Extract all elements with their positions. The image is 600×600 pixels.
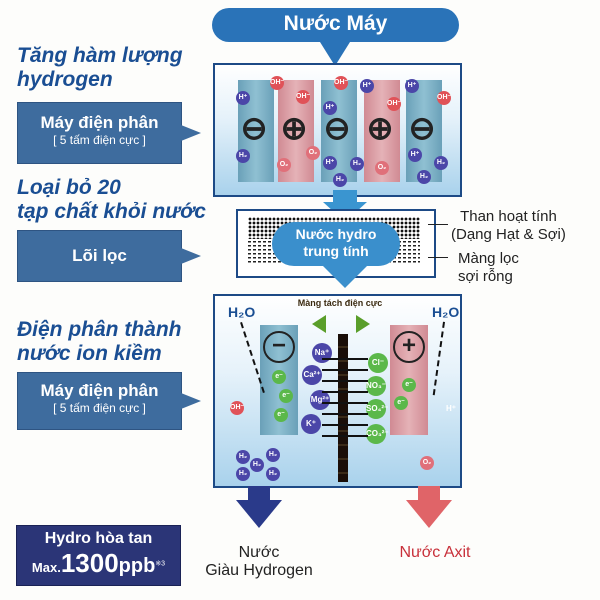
plus-icon: + (393, 331, 425, 363)
electron: e⁻ (274, 408, 288, 422)
ion-h2: H₂ (266, 448, 280, 462)
output-acid-water: Nước Axit (399, 544, 471, 561)
h2o-left-label: H₂O (228, 304, 256, 320)
ion-oh: OH⁻ (334, 76, 348, 90)
flow-arrow (333, 190, 357, 202)
leader-line (428, 224, 448, 225)
badge-value-row: Max.1300ppb※3 (17, 548, 180, 579)
ion-h-plus: H⁺ (360, 79, 374, 93)
ion-oh: OH⁻ (230, 401, 244, 415)
ion-h-plus: H⁺ (323, 101, 337, 115)
section-3-callout: Máy điện phân [ 5 tấm điện cực ] (17, 372, 201, 430)
badge-unit: ppb (118, 555, 156, 577)
membrane-label: Màng tách điện cực (297, 298, 383, 308)
filter-center-label: Nước hydro trung tính (295, 226, 377, 259)
ion-h-plus: H⁺ (323, 156, 337, 170)
cation: Ca²⁺ (302, 365, 322, 385)
ion-arrows (322, 352, 368, 440)
ion-h2: H₂ (236, 450, 250, 464)
dissolved-hydrogen-badge: Hydro hòa tan Max.1300ppb※3 (16, 525, 181, 586)
electron: e⁻ (402, 378, 416, 392)
ion-oh: OH⁻ (437, 91, 451, 105)
electron: e⁻ (394, 396, 408, 410)
anode-plate: + (390, 325, 428, 435)
annotation-activated-carbon: Than hoạt tính (Dạng Hạt & Sợi) (451, 208, 566, 243)
ion-h-plus: H⁺ (446, 404, 456, 413)
electron: e⁻ (272, 370, 286, 384)
top-electrolyzer-plates: ⊖ ⊕ ⊖ ⊕ ⊖ (238, 80, 448, 182)
electron: e⁻ (279, 389, 293, 403)
annotation-hollow-fiber: Màng lọc sợi rỗng (458, 250, 519, 285)
output-arrow-acid-head (406, 500, 452, 528)
section-1-heading: Tăng hàm lượng hydrogen (17, 44, 183, 91)
ion-oh: OH⁻ (387, 97, 401, 111)
badge-title: Hydro hòa tan (44, 530, 153, 547)
ion-o2: O₂ (277, 158, 291, 172)
badge-note: ※3 (155, 560, 166, 568)
ion-h-plus: H⁺ (236, 91, 250, 105)
anion: NO₃⁻ (366, 376, 386, 396)
ion-o2: O₂ (306, 146, 320, 160)
ion-h2: H₂ (333, 173, 347, 187)
top-banner-title: Nước Máy (283, 12, 388, 35)
minus-icon: − (263, 331, 295, 363)
neutral-hydrogen-water-blob (272, 222, 400, 266)
output-arrow-acid (418, 486, 440, 500)
ion-oh: OH⁻ (296, 90, 310, 104)
anion: CO₃²⁻ (366, 424, 389, 444)
h2o-right-label: H₂O (432, 304, 460, 320)
plate-negative: ⊖ (238, 80, 274, 182)
ion-o2: O₂ (375, 161, 389, 175)
arrow-left-green (312, 315, 326, 333)
badge-value: 1300 (60, 548, 119, 578)
ion-h2: H₂ (236, 467, 250, 481)
ion-h2: H₂ (350, 157, 364, 171)
badge-prefix: Max. (31, 560, 61, 575)
flow-arrow-head (323, 266, 367, 288)
anion: Cl⁻ (368, 353, 388, 373)
ion-h-plus: H⁺ (408, 148, 422, 162)
cation: K⁺ (301, 414, 321, 434)
arrow-right-green (356, 315, 370, 333)
ion-oh: OH⁻ (270, 76, 284, 90)
section-3-heading: Điện phân thành nước ion kiềm (17, 318, 182, 365)
ion-h2: H₂ (250, 458, 264, 472)
banner-pointer (320, 42, 350, 66)
output-arrow-hydrogen-head (236, 500, 282, 528)
top-banner (212, 8, 459, 42)
ion-h2: H₂ (417, 170, 431, 184)
ion-h2: H₂ (266, 467, 280, 481)
ion-h2: H₂ (236, 149, 250, 163)
output-hydrogen-rich-water: Nước Giàu Hydrogen (205, 544, 313, 579)
ion-h-plus: H⁺ (405, 79, 419, 93)
section-1-callout: Máy điện phân [ 5 tấm điện cực ] (17, 102, 201, 164)
anion: SO₄²⁻ (366, 399, 388, 419)
ion-o2: O₂ (420, 456, 434, 470)
output-arrow-hydrogen (248, 486, 270, 500)
ion-h2: H₂ (434, 156, 448, 170)
leader-line (428, 257, 448, 258)
section-2-callout: Lõi lọc (17, 230, 201, 282)
section-2-heading: Loại bỏ 20 tạp chất khỏi nước (17, 176, 206, 223)
